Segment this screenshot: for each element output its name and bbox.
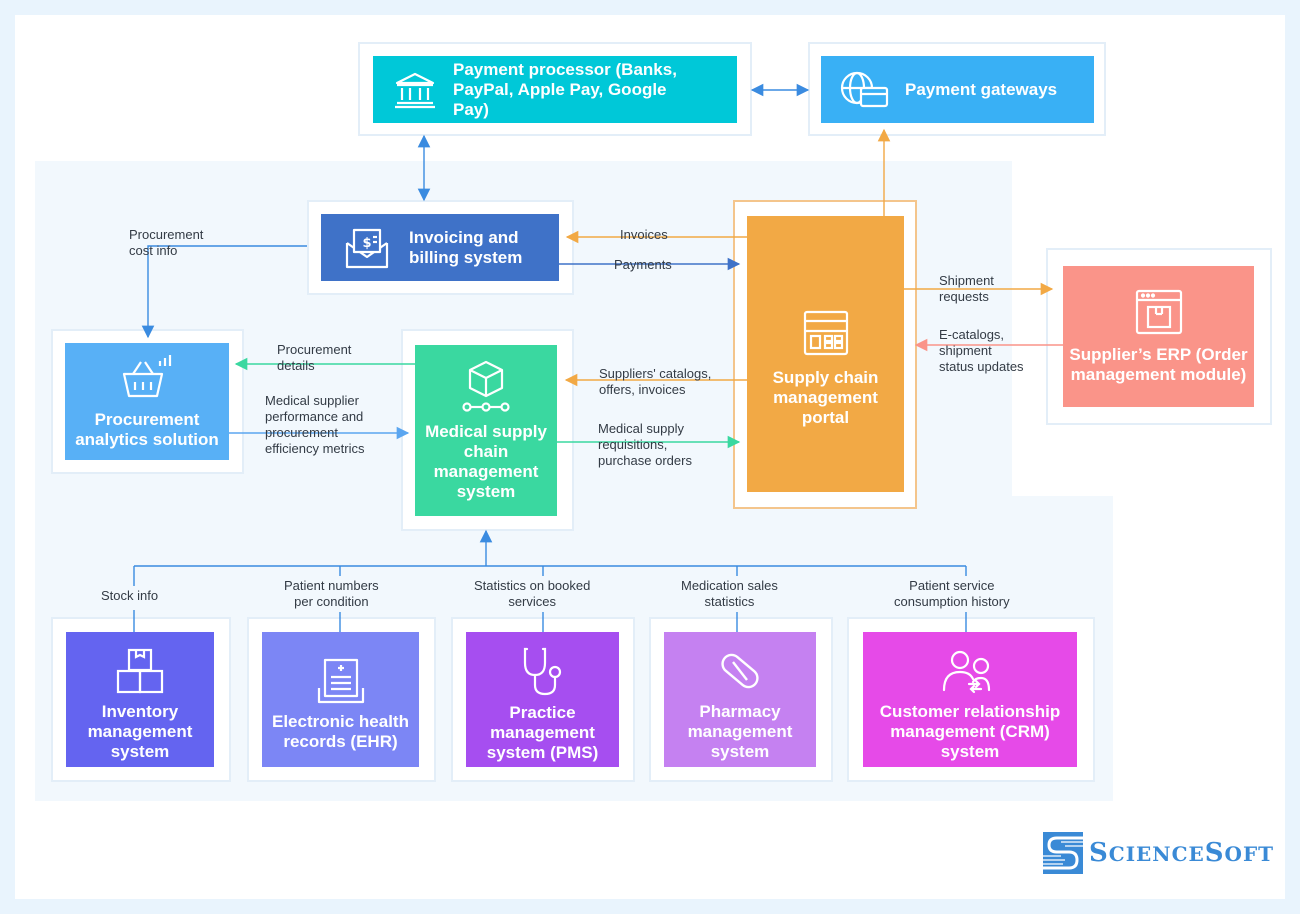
logo-s1: S: [1089, 838, 1109, 868]
pms-label: Practice management system (PMS): [486, 702, 599, 762]
package-network-icon: [462, 360, 510, 412]
label-line: Shipment requests: [939, 273, 994, 304]
globe-card-icon: [840, 71, 889, 107]
pharmacy-label: Pharmacy management system: [687, 701, 793, 761]
label-line: Medical supply requisitions, purchase or…: [598, 421, 692, 468]
label-supplier-metrics: Medical supplier performance and procure…: [265, 393, 364, 457]
procurement-analytics-box: Procurement analytics solution: [65, 343, 229, 460]
crm-box: Customer relationship management (CRM) s…: [863, 632, 1077, 767]
label-procurement-details: Procurement details: [277, 342, 351, 374]
label-line: Procurement details: [277, 342, 352, 373]
sciencesoft-wordmark: SCIENCESOFT: [1089, 838, 1274, 868]
label-payments: Payments: [614, 257, 672, 272]
label-line: E-catalogs, shipment status updates: [939, 327, 1024, 374]
label-patient-numbers: Patient numbers per condition: [284, 578, 379, 610]
logo-s2: S: [1204, 838, 1225, 868]
label-line: Suppliers' catalogs, offers, invoices: [599, 366, 712, 397]
label-line: Medical supplier performance and procure…: [265, 393, 365, 456]
sciencesoft-logo-mark: [1043, 832, 1083, 874]
label-suppliers-catalogs: Suppliers' catalogs, offers, invoices: [599, 366, 711, 398]
medical-record-icon: [317, 658, 364, 703]
label-line: Procurement cost info: [129, 227, 204, 258]
logo-oft: OFT: [1224, 842, 1275, 866]
label-booked-services: Statistics on booked services: [474, 578, 590, 610]
label-line: Patient numbers per condition: [284, 578, 379, 609]
label-ecatalogs: E-catalogs, shipment status updates: [939, 327, 1024, 375]
crm-label: Customer relationship management (CRM) s…: [879, 701, 1061, 761]
pms-box: Practice management system (PMS): [466, 632, 619, 767]
svg-text:$: $: [362, 236, 371, 251]
basket-chart-icon: [122, 354, 172, 397]
payment-processor-box: Payment processor (Banks, PayPal, Apple …: [373, 56, 737, 123]
invoicing-billing-label: Invoicing and billing system: [409, 227, 523, 267]
label-line: Patient service consumption history: [894, 578, 1010, 609]
label-line: Statistics on booked services: [474, 578, 591, 609]
medical-scm-label: Medical supply chain management system: [425, 421, 547, 501]
pill-icon: [721, 653, 759, 688]
supplier-erp-label: Supplier’s ERP (Order management module): [1069, 344, 1248, 384]
boxes-stack-icon: [116, 648, 164, 693]
inventory-label: Inventory management system: [87, 701, 193, 761]
label-service-history: Patient service consumption history: [894, 578, 1010, 610]
supply-chain-portal-label: Supply chain management portal: [772, 368, 879, 427]
label-medication-sales: Medication sales statistics: [681, 578, 778, 610]
label-invoices: Invoices: [620, 227, 668, 242]
supply-chain-portal-box: Supply chain management portal: [747, 216, 904, 492]
invoice-envelope-icon: $: [345, 228, 389, 268]
label-requisitions: Medical supply requisitions, purchase or…: [598, 421, 692, 469]
payment-processor-label: Payment processor (Banks, PayPal, Apple …: [453, 59, 677, 119]
inventory-box: Inventory management system: [66, 632, 214, 767]
bank-icon: [395, 72, 435, 108]
invoicing-billing-box: $ Invoicing and billing system: [321, 214, 559, 281]
erp-window-icon: [1135, 289, 1182, 334]
stethoscope-icon: [523, 647, 561, 695]
label-line: Medication sales statistics: [681, 578, 778, 609]
pharmacy-box: Pharmacy management system: [664, 632, 816, 767]
supplier-erp-box: Supplier’s ERP (Order management module): [1063, 266, 1254, 407]
logo-cience: CIENCE: [1108, 842, 1205, 866]
portal-window-icon: [803, 310, 848, 356]
payment-gateways-box: Payment gateways: [821, 56, 1094, 123]
customers-icon: [942, 650, 991, 693]
label-shipment-requests: Shipment requests: [939, 273, 994, 305]
label-procurement-cost-info: Procurement cost info: [129, 227, 203, 259]
payment-gateways-label: Payment gateways: [905, 79, 1058, 99]
medical-scm-box: Medical supply chain management system: [415, 345, 557, 516]
sciencesoft-logo: SCIENCESOFT: [1043, 832, 1274, 874]
ehr-box: Electronic health records (EHR): [262, 632, 419, 767]
ehr-label: Electronic health records (EHR): [272, 711, 409, 751]
procurement-analytics-label: Procurement analytics solution: [75, 409, 219, 449]
label-stock-info: Stock info: [101, 588, 159, 603]
